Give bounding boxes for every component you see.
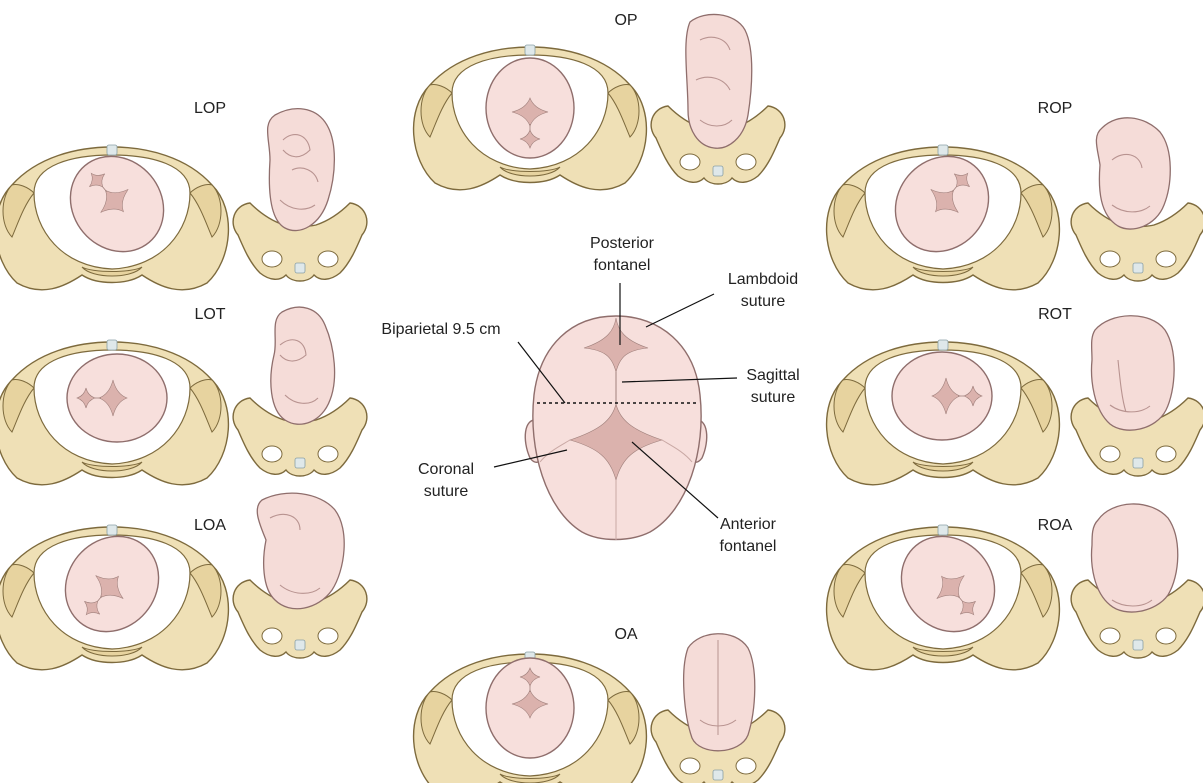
label-biparietal: Biparietal 9.5 cm (381, 321, 500, 338)
label-posterior-fontanel-line2: fontanel (594, 257, 651, 274)
label-rop: ROP (1038, 100, 1073, 117)
label-posterior-fontanel-line1: Posterior (590, 235, 655, 252)
label-lambdoid-suture-line2: suture (741, 293, 786, 310)
fetal-skull-diagram (525, 316, 706, 540)
label-anterior-fontanel-line2: fontanel (720, 538, 777, 555)
label-sagittal-suture-line1: Sagittal (746, 367, 799, 384)
oa-pelvis-view (414, 652, 647, 783)
label-op: OP (614, 12, 637, 29)
op-pelvis-view (414, 45, 647, 190)
op-fetus-side-view (651, 14, 785, 184)
roa-fetus-side-view (1071, 504, 1203, 658)
label-coronal-suture-line1: Coronal (418, 461, 474, 478)
loa-pelvis-view (0, 517, 228, 669)
roa-pelvis-view (827, 517, 1060, 669)
label-lop: LOP (194, 100, 226, 117)
label-rot: ROT (1038, 306, 1072, 323)
label-roa: ROA (1038, 517, 1073, 534)
rot-fetus-side-view (1071, 316, 1203, 476)
lot-fetus-side-view (233, 307, 367, 476)
oa-fetus-side-view (651, 634, 785, 783)
rop-fetus-side-view (1071, 118, 1203, 281)
lop-fetus-side-view (233, 109, 367, 281)
loa-fetus-side-view (233, 493, 367, 658)
rop-pelvis-view (827, 137, 1060, 289)
label-oa: OA (614, 626, 637, 643)
label-coronal-suture-line2: suture (424, 483, 469, 500)
label-lambdoid-suture-line1: Lambdoid (728, 271, 798, 288)
label-sagittal-suture-line2: suture (751, 389, 796, 406)
lop-pelvis-view (0, 137, 228, 289)
label-lot: LOT (194, 306, 225, 323)
label-loa: LOA (194, 517, 226, 534)
rot-pelvis-view (827, 340, 1060, 485)
label-anterior-fontanel-line1: Anterior (720, 516, 777, 533)
lot-pelvis-view (0, 340, 228, 485)
